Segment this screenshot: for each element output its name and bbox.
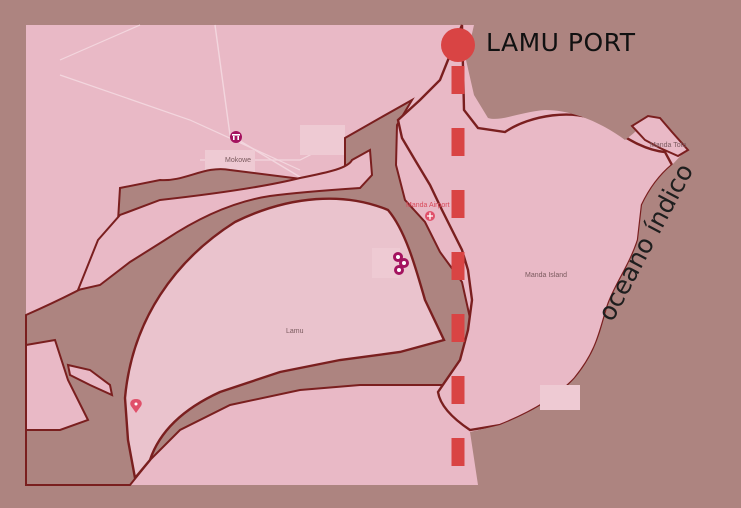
location-pin-icon[interactable] — [130, 399, 142, 413]
airport-pin-icon[interactable] — [425, 211, 435, 221]
land-patch — [540, 385, 580, 410]
islet — [66, 363, 114, 397]
road — [59, 24, 141, 61]
port-label: LAMU PORT — [486, 28, 636, 57]
road — [59, 74, 301, 171]
road — [214, 24, 306, 181]
transit-pin-icon[interactable] — [230, 131, 242, 143]
hotel-pin-icon[interactable] — [393, 252, 409, 275]
port-dot-icon[interactable] — [441, 28, 475, 62]
manda-airport-label: Manda Airport — [406, 202, 450, 209]
manda-toto-islet — [630, 114, 690, 158]
manda-island-label: Manda Island — [525, 272, 567, 279]
lamu-label: Lamu — [286, 328, 304, 335]
manda-toto-label: Manda Toto — [650, 142, 687, 149]
sea — [466, 25, 741, 485]
mainland-spit — [76, 148, 374, 292]
urban-patch — [300, 125, 345, 155]
islet — [25, 338, 90, 431]
lamu-island — [123, 197, 446, 481]
mokowe-label: Mokowe — [225, 157, 251, 164]
